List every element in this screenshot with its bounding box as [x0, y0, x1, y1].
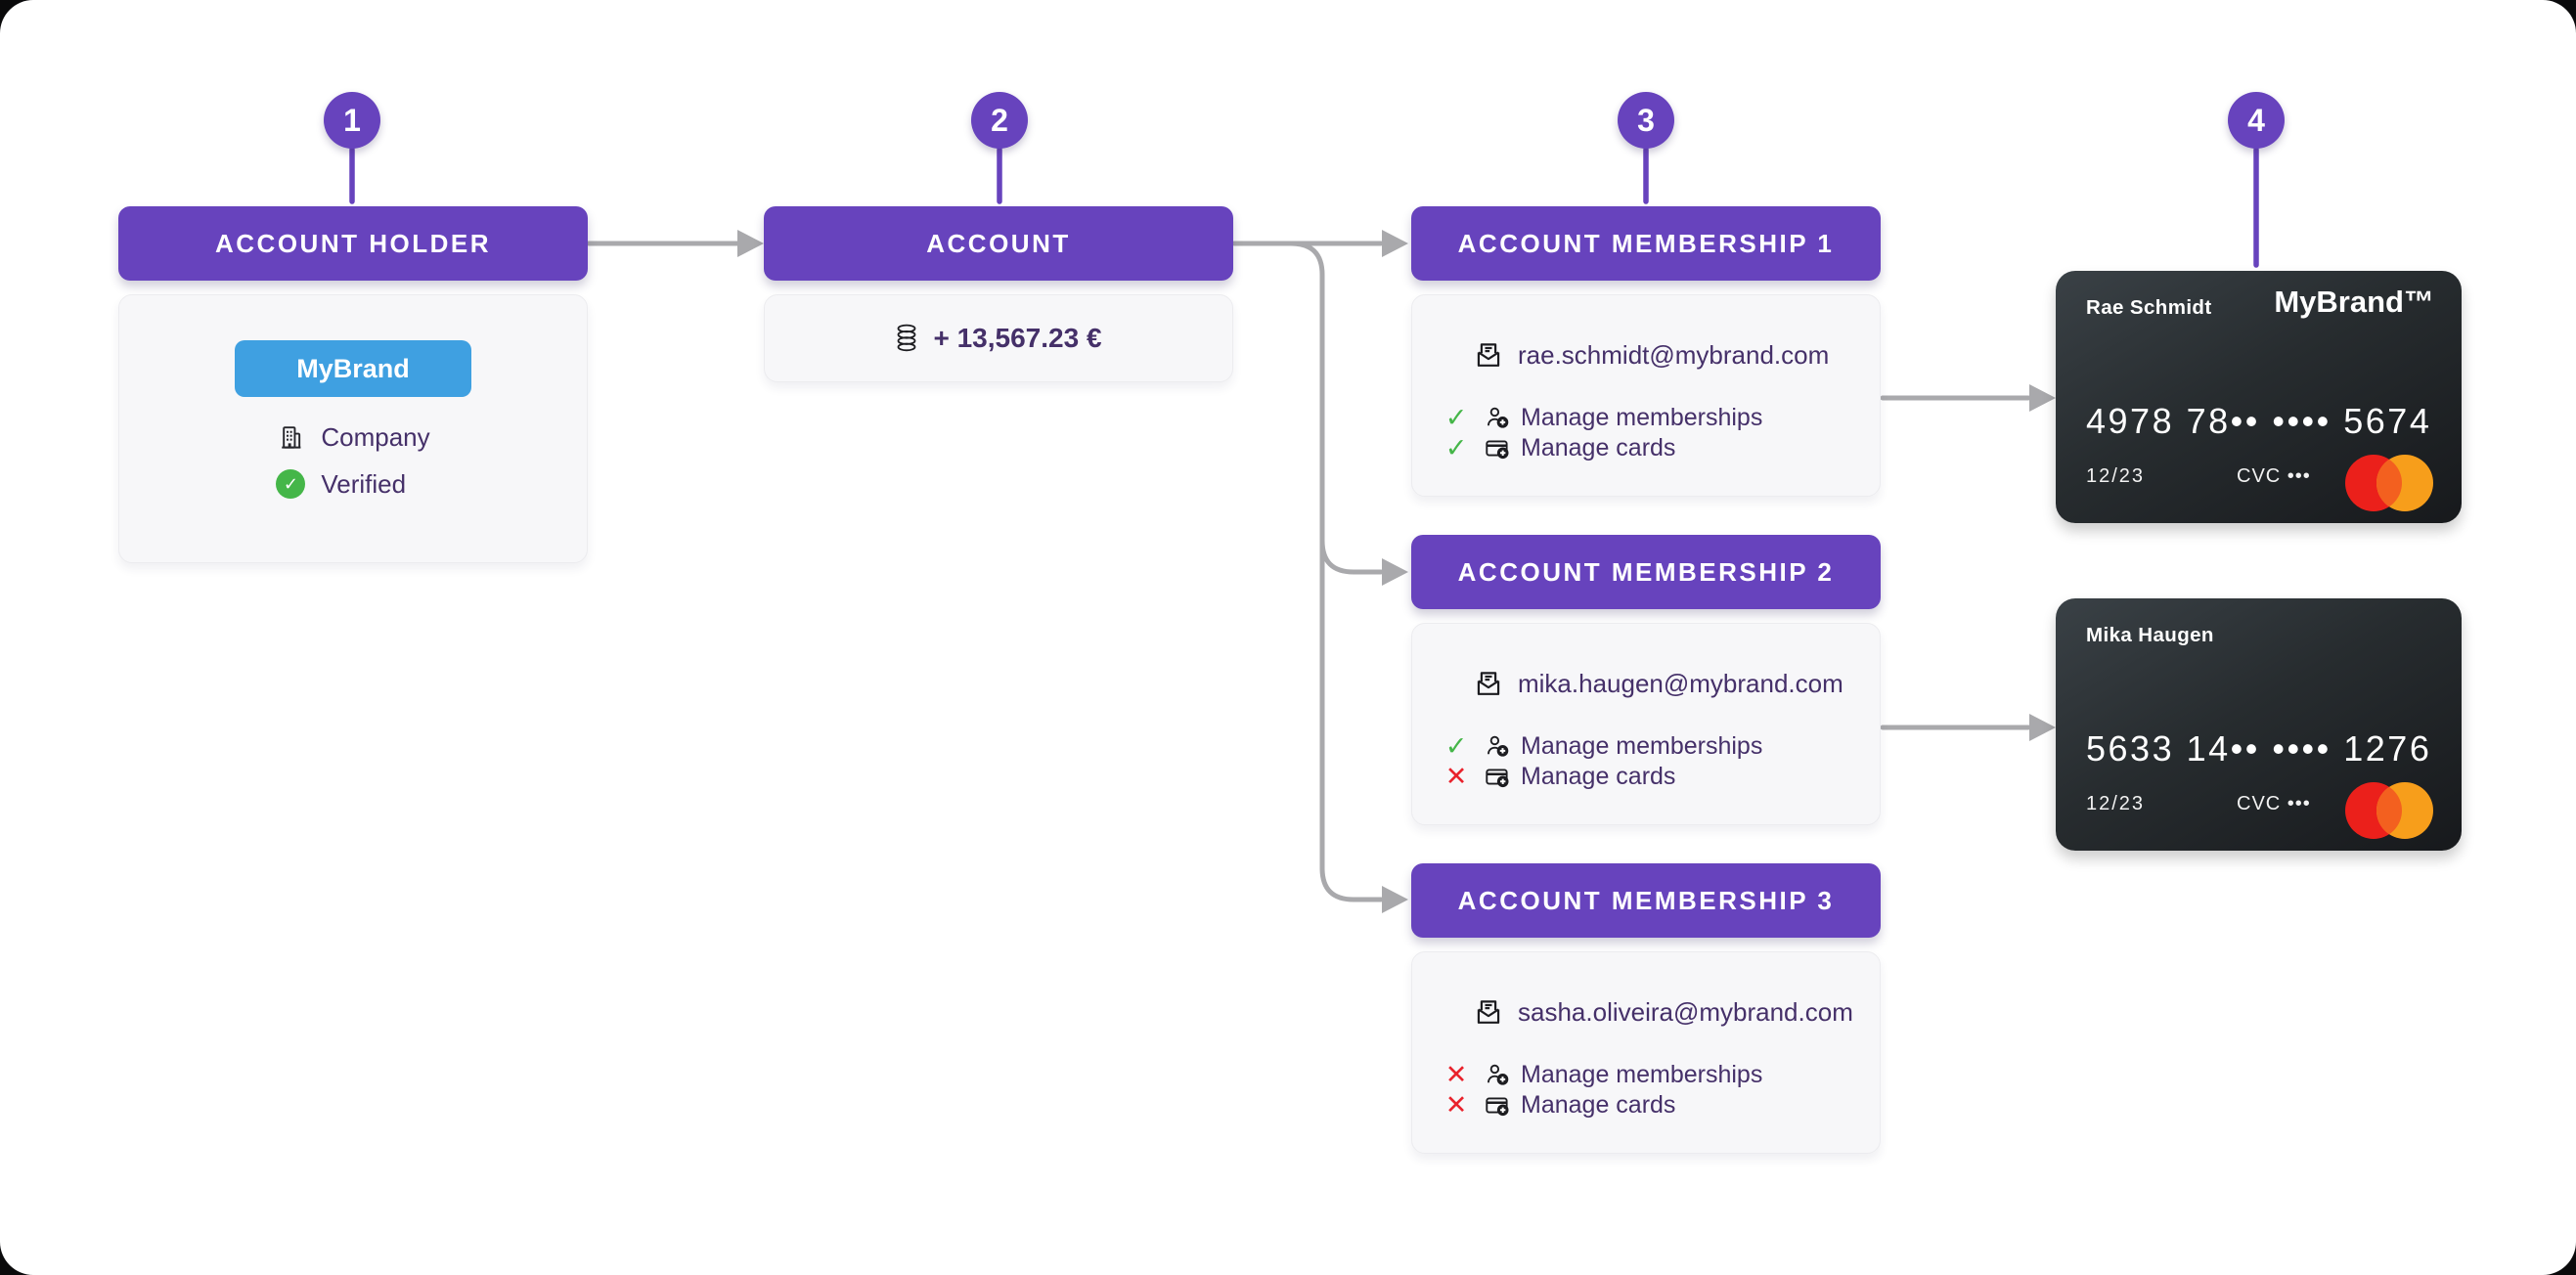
permission-mark: ✓	[1444, 402, 1468, 432]
card-number: 5633 14•• •••• 1276	[2086, 728, 2432, 769]
permission-label: Manage memberships	[1521, 1060, 1763, 1088]
permission-row-cards: ✕ Manage cards	[1443, 761, 1676, 791]
membership-email: sasha.oliveira@mybrand.com	[1518, 996, 1853, 1027]
permission-mark: ✕	[1444, 761, 1468, 791]
card-add-icon	[1485, 435, 1511, 462]
balance-row: + 13,567.23 €	[765, 295, 1232, 381]
coins-icon	[895, 324, 918, 353]
card-add-icon	[1485, 1092, 1511, 1119]
step-number: 2	[991, 102, 1008, 138]
membership-1-header: ACCOUNT MEMBERSHIP 1	[1411, 206, 1881, 281]
membership-2-header: ACCOUNT MEMBERSHIP 2	[1411, 535, 1881, 609]
company-label: Company	[321, 421, 430, 452]
permission-mark: ✕	[1444, 1089, 1468, 1120]
step-badge-2: 2	[971, 92, 1028, 149]
permission-mark: ✓	[1444, 432, 1468, 462]
permission-row-memberships: ✓ Manage memberships	[1443, 730, 1763, 761]
person-add-icon	[1485, 405, 1511, 431]
building-icon	[276, 424, 305, 451]
permission-label: Manage memberships	[1521, 731, 1763, 760]
membership-title: ACCOUNT MEMBERSHIP 2	[1457, 556, 1835, 587]
account-header: ACCOUNT	[764, 206, 1233, 281]
card-number: 4978 78•• •••• 5674	[2086, 401, 2432, 441]
card-brand: MyBrand™	[2274, 285, 2434, 319]
membership-email: mika.haugen@mybrand.com	[1518, 668, 1843, 698]
bank-card-2: Mika Haugen 5633 14•• •••• 1276 12/23 CV…	[2056, 598, 2462, 851]
account-holder-title: ACCOUNT HOLDER	[215, 228, 491, 258]
person-add-icon	[1485, 1062, 1511, 1088]
flow-lines	[586, 241, 2031, 902]
permission-mark: ✓	[1444, 730, 1468, 761]
account-title: ACCOUNT	[926, 228, 1071, 258]
arrowheads	[737, 230, 2056, 913]
membership-email-row: mika.haugen@mybrand.com	[1473, 667, 1843, 700]
card-holder-name: Rae Schmidt	[2086, 296, 2212, 319]
permission-row-cards: ✕ Manage cards	[1443, 1089, 1676, 1120]
account-balance: + 13,567.23 €	[933, 323, 1102, 353]
step-badge-3: 3	[1618, 92, 1674, 149]
membership-3-panel: sasha.oliveira@mybrand.com ✕ Manage memb…	[1411, 951, 1881, 1154]
membership-1-panel: rae.schmidt@mybrand.com ✓ Manage members…	[1411, 294, 1881, 497]
account-holder-attributes: Company ✓ Verified	[276, 421, 430, 499]
company-row: Company	[276, 421, 430, 452]
membership-2-panel: mika.haugen@mybrand.com ✓ Manage members…	[1411, 623, 1881, 825]
person-add-icon	[1485, 733, 1511, 760]
step-number: 3	[1637, 102, 1655, 138]
account-balance-panel: + 13,567.23 €	[764, 294, 1233, 382]
mail-icon	[1473, 340, 1504, 371]
step-badge-1: 1	[324, 92, 380, 149]
mail-icon	[1473, 669, 1504, 699]
card-cvc: CVC •••	[2237, 465, 2311, 487]
verified-row: ✓ Verified	[276, 469, 406, 499]
membership-title: ACCOUNT MEMBERSHIP 1	[1457, 228, 1835, 258]
card-expiry: 12/23	[2086, 465, 2146, 487]
card-holder-name: Mika Haugen	[2086, 624, 2214, 646]
account-holder-header: ACCOUNT HOLDER	[118, 206, 588, 281]
membership-email: rae.schmidt@mybrand.com	[1518, 339, 1830, 370]
permission-mark: ✕	[1444, 1059, 1468, 1089]
verified-label: Verified	[321, 468, 407, 499]
membership-title: ACCOUNT MEMBERSHIP 3	[1457, 885, 1835, 915]
step-stems	[349, 147, 2259, 268]
account-holder-panel: MyBrand Co	[118, 294, 588, 563]
membership-email-row: sasha.oliveira@mybrand.com	[1473, 995, 1853, 1029]
card-cvc: CVC •••	[2237, 793, 2311, 814]
verified-icon: ✓	[276, 469, 306, 499]
card-add-icon	[1485, 764, 1511, 790]
permission-label: Manage cards	[1521, 433, 1676, 462]
permission-row-cards: ✓ Manage cards	[1443, 432, 1676, 462]
brand-label: MyBrand	[296, 353, 410, 383]
permission-row-memberships: ✕ Manage memberships	[1443, 1059, 1763, 1089]
mastercard-icon	[2344, 455, 2434, 511]
bank-card-1: Rae Schmidt MyBrand™ 4978 78•• •••• 5674…	[2056, 271, 2462, 523]
step-number: 1	[343, 102, 361, 138]
brand-badge: MyBrand	[235, 340, 471, 397]
card-expiry: 12/23	[2086, 793, 2146, 814]
membership-3-header: ACCOUNT MEMBERSHIP 3	[1411, 863, 1881, 938]
step-number: 4	[2247, 102, 2265, 138]
permission-label: Manage memberships	[1521, 403, 1763, 431]
mastercard-icon	[2344, 782, 2434, 839]
permission-row-memberships: ✓ Manage memberships	[1443, 402, 1763, 432]
membership-email-row: rae.schmidt@mybrand.com	[1473, 338, 1829, 372]
permission-label: Manage cards	[1521, 1090, 1676, 1119]
step-badge-4: 4	[2228, 92, 2285, 149]
mail-icon	[1473, 997, 1504, 1028]
permission-label: Manage cards	[1521, 762, 1676, 790]
